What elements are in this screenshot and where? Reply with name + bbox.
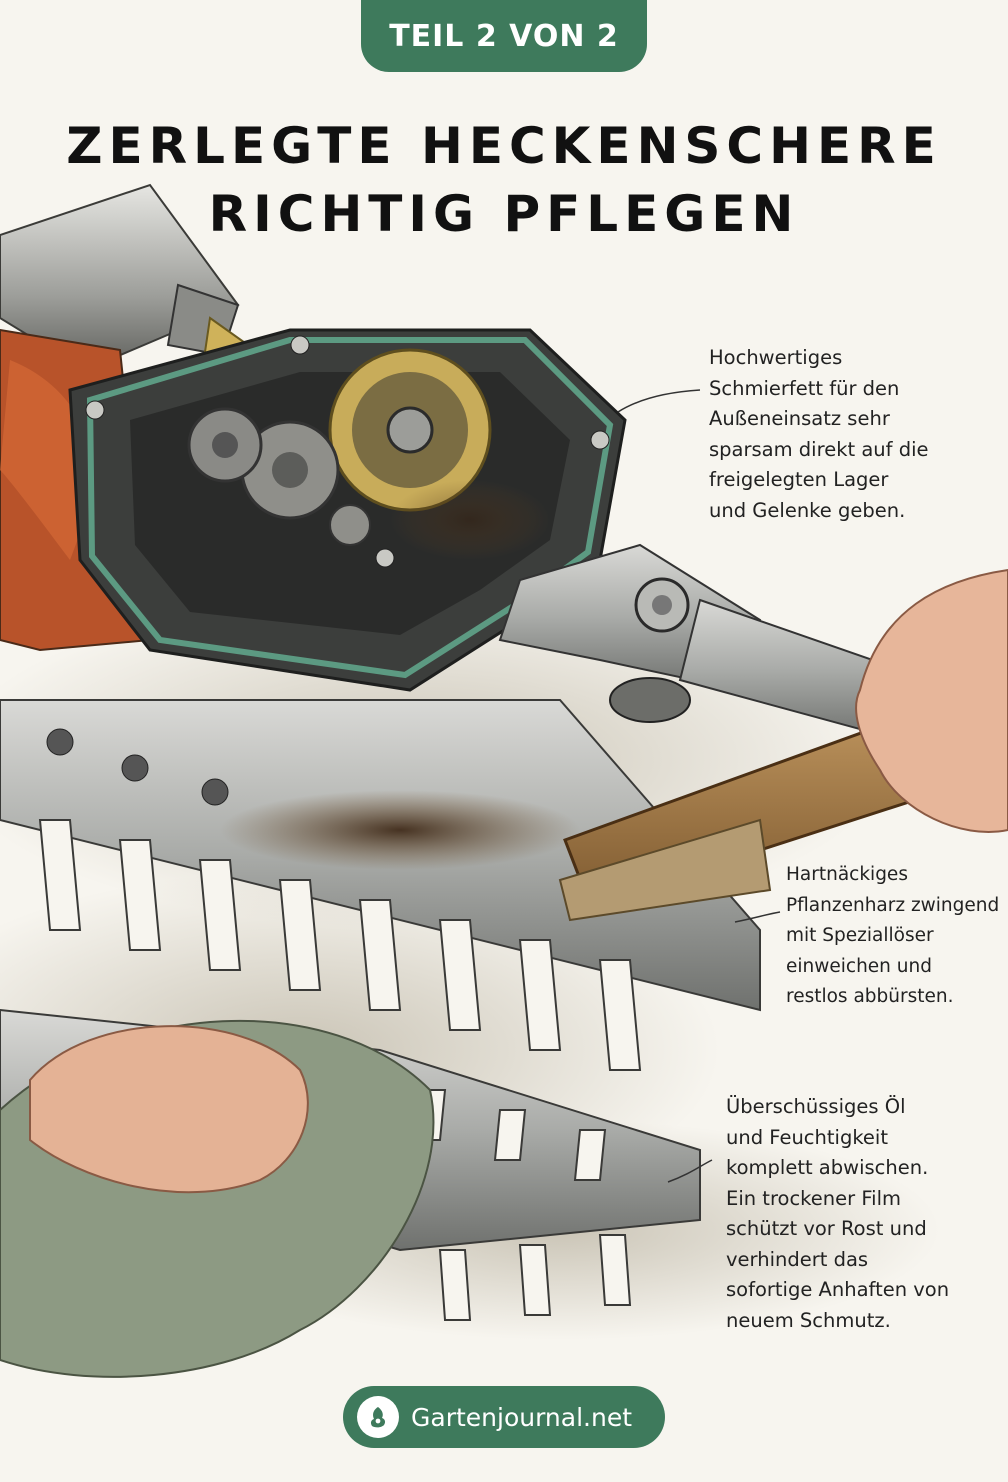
annotation-line: einweichen und xyxy=(786,955,932,977)
garden-leaf-logo-icon xyxy=(357,1396,399,1438)
title-line-1: ZERLEGTE HECKENSCHERE xyxy=(66,117,942,175)
annotation-line: Ein trockener Film xyxy=(726,1186,901,1210)
upper-blade xyxy=(0,699,761,1071)
title-line-2: RICHTIG PFLEGEN xyxy=(208,185,800,243)
annotation-line: Pflanzenharz zwingend xyxy=(786,894,1000,916)
annotation-wipe: Überschüssiges Öl und Feuchtigkeit kompl… xyxy=(726,1092,949,1336)
annotation-line: Hochwertiges xyxy=(709,346,843,369)
hand-with-brush xyxy=(855,568,1008,833)
annotation-line: und Gelenke geben. xyxy=(709,498,906,522)
annotation-line: Außeneinsatz sehr xyxy=(709,407,890,430)
part-badge: TEIL 2 VON 2 xyxy=(361,0,647,72)
annotation-lines xyxy=(617,389,781,1183)
part-badge-label: TEIL 2 VON 2 xyxy=(389,18,619,54)
annotation-line: Schmierfett für den xyxy=(709,376,900,400)
footer-brand-pill[interactable]: Gartenjournal.net xyxy=(343,1386,665,1448)
annotation-line: mit Speziallöser xyxy=(786,925,934,946)
annotation-resin: Hartnäckiges Pflanzenharz zwingend mit S… xyxy=(786,860,999,1013)
annotation-line: Hartnäckiges xyxy=(786,864,908,885)
annotation-line: sparsam direkt auf die xyxy=(709,437,929,461)
annotation-line: restlos abbürsten. xyxy=(786,986,954,1007)
annotation-line: neuem Schmutz. xyxy=(726,1308,891,1332)
footer-brand-text: Gartenjournal.net xyxy=(411,1402,633,1432)
annotation-line: verhindert das xyxy=(726,1247,869,1271)
annotation-line: komplett abwischen. xyxy=(726,1156,929,1179)
hand-with-cloth xyxy=(0,1019,435,1378)
gear-housing xyxy=(68,328,627,692)
page-title: ZERLEGTE HECKENSCHERE RICHTIG PFLEGEN xyxy=(0,112,1008,248)
annotation-line: Überschüssiges Öl xyxy=(726,1095,906,1118)
annotation-grease: Hochwertiges Schmierfett für den Außenei… xyxy=(709,343,929,526)
annotation-line: und Feuchtigkeit xyxy=(726,1125,888,1149)
annotation-line: freigelegten Lager xyxy=(709,468,889,491)
annotation-line: schützt vor Rost und xyxy=(726,1217,927,1240)
annotation-line: sofortige Anhaften von xyxy=(726,1278,950,1301)
